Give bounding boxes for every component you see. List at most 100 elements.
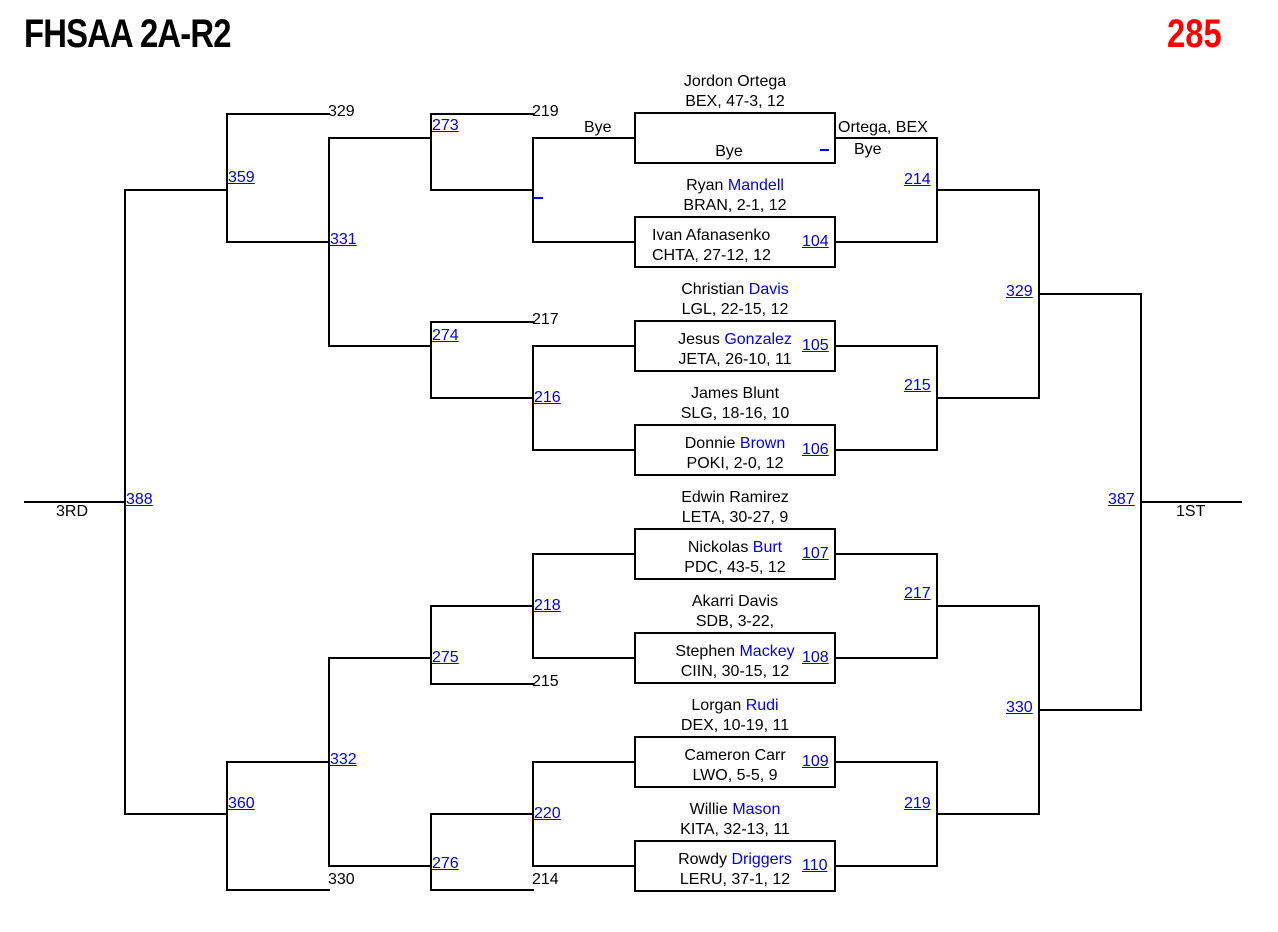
bout-link-218[interactable]: 218 [534, 597, 561, 614]
bracket-line [430, 605, 432, 685]
wrestler-name: Willie Mason [689, 801, 781, 818]
bracket-line [226, 761, 330, 763]
bracket-line [532, 865, 636, 867]
bye-label: Bye [715, 143, 743, 160]
bracket-line [1038, 293, 1142, 295]
bracket-line [430, 889, 534, 891]
wrestler-info: LERU, 37-1, 12 [679, 871, 791, 888]
wrestler-name: Edwin Ramirez [681, 489, 789, 506]
bracket-line [226, 113, 330, 115]
feed-label: 214 [532, 871, 559, 888]
bracket-line [836, 449, 938, 451]
bracket-line [836, 553, 938, 555]
feed-label: 217 [532, 311, 559, 328]
wrestler-name: Akarri Davis [691, 593, 779, 610]
bout-link-331[interactable]: 331 [330, 231, 357, 248]
bout-link[interactable]: _ [534, 183, 543, 200]
feed-label: 215 [532, 673, 559, 690]
bracket-line [836, 241, 938, 243]
feed-label: 219 [532, 103, 559, 120]
bracket-line [836, 657, 938, 659]
bout-link-330[interactable]: 330 [1006, 699, 1033, 716]
wrestler-info: SLG, 18-16, 10 [680, 405, 790, 422]
bracket-line [430, 813, 432, 891]
bracket-line [836, 865, 938, 867]
bout-link-274[interactable]: 274 [432, 327, 459, 344]
bracket-line [328, 657, 432, 659]
bracket-line [936, 397, 1040, 399]
bracket-line [124, 813, 228, 815]
wrestler-name: Rowdy Driggers [678, 851, 792, 868]
bracket-line [936, 813, 1040, 815]
bracket-line [226, 889, 330, 891]
bout-link[interactable]: _ [820, 135, 829, 152]
bout-link-219[interactable]: 219 [904, 795, 931, 812]
bye-label: Bye [854, 141, 882, 158]
bracket-line [430, 397, 534, 399]
bracket-line [430, 113, 534, 115]
feed-label: 330 [328, 871, 355, 888]
wrestler-name: Nickolas Burt [687, 539, 783, 556]
bracket-line [24, 501, 126, 503]
wrestler-info: DEX, 10-19, 11 [680, 717, 790, 734]
bracket-line [430, 813, 534, 815]
wrestler-name: Cameron Carr [684, 747, 786, 764]
bracket-line [532, 241, 636, 243]
wrestler-name: Lorgan Rudi [691, 697, 779, 714]
bout-link-216[interactable]: 216 [534, 389, 561, 406]
wrestler-info: PDC, 43-5, 12 [684, 559, 786, 576]
bracket-line [1038, 709, 1142, 711]
wrestler-info: JETA, 26-10, 11 [678, 351, 792, 368]
bracket-line [226, 241, 330, 243]
bout-link-329[interactable]: 329 [1006, 283, 1033, 300]
bracket-line [836, 137, 938, 139]
bout-link-275[interactable]: 275 [432, 649, 459, 666]
bracket-line [226, 113, 228, 243]
bracket-line [124, 189, 228, 191]
bout-link-273[interactable]: 273 [432, 117, 459, 134]
weight-class: 285 [1167, 12, 1222, 56]
bracket-line [532, 553, 636, 555]
bracket-line [936, 189, 1040, 191]
bout-link-215[interactable]: 215 [904, 377, 931, 394]
bracket-line [532, 345, 636, 347]
wrestler-info: CHTA, 27-12, 12 [652, 247, 771, 264]
page-title: FHSAA 2A-R2 [24, 12, 231, 56]
wrestler-info: KITA, 32-13, 11 [680, 821, 790, 838]
bout-link-214[interactable]: 214 [904, 171, 931, 188]
bout-link-359[interactable]: 359 [228, 169, 255, 186]
bout-link-387[interactable]: 387 [1108, 491, 1135, 508]
bout-link-108[interactable]: 108 [802, 649, 829, 666]
bracket-line [532, 657, 636, 659]
bout-link-104[interactable]: 104 [802, 233, 829, 250]
bout-link-332[interactable]: 332 [330, 751, 357, 768]
bracket-line [936, 605, 1040, 607]
wrestler-info: POKI, 2-0, 12 [686, 455, 784, 472]
bout-link-109[interactable]: 109 [802, 753, 829, 770]
winner-label: Ortega, BEX [838, 119, 928, 136]
bracket-line [328, 137, 432, 139]
bout-link-360[interactable]: 360 [228, 795, 255, 812]
bout-link-106[interactable]: 106 [802, 441, 829, 458]
bout-link-217[interactable]: 217 [904, 585, 931, 602]
third-place-label: 3RD [56, 503, 89, 520]
bracket-line [430, 189, 534, 191]
wrestler-name: Donnie Brown [684, 435, 786, 452]
bracket-line [836, 345, 938, 347]
feed-label: 329 [328, 103, 355, 120]
bout-link-107[interactable]: 107 [802, 545, 829, 562]
wrestler-name: Stephen Mackey [675, 643, 795, 660]
bout-link-105[interactable]: 105 [802, 337, 829, 354]
bracket-line [532, 137, 636, 139]
bout-link-220[interactable]: 220 [534, 805, 561, 822]
wrestler-info: SDB, 3-22, [695, 613, 775, 630]
bout-link-388[interactable]: 388 [126, 491, 153, 508]
bout-link-276[interactable]: 276 [432, 855, 459, 872]
wrestler-name: Ryan Mandell [686, 177, 784, 194]
bracket-line [836, 761, 938, 763]
wrestler-info: BEX, 47-3, 12 [685, 93, 785, 110]
bout-link-110[interactable]: 110 [802, 857, 828, 874]
wrestler-info: LETA, 30-27, 9 [681, 509, 789, 526]
wrestler-name: Ivan Afanasenko [652, 227, 771, 244]
wrestler-info: LWO, 5-5, 9 [692, 767, 778, 784]
